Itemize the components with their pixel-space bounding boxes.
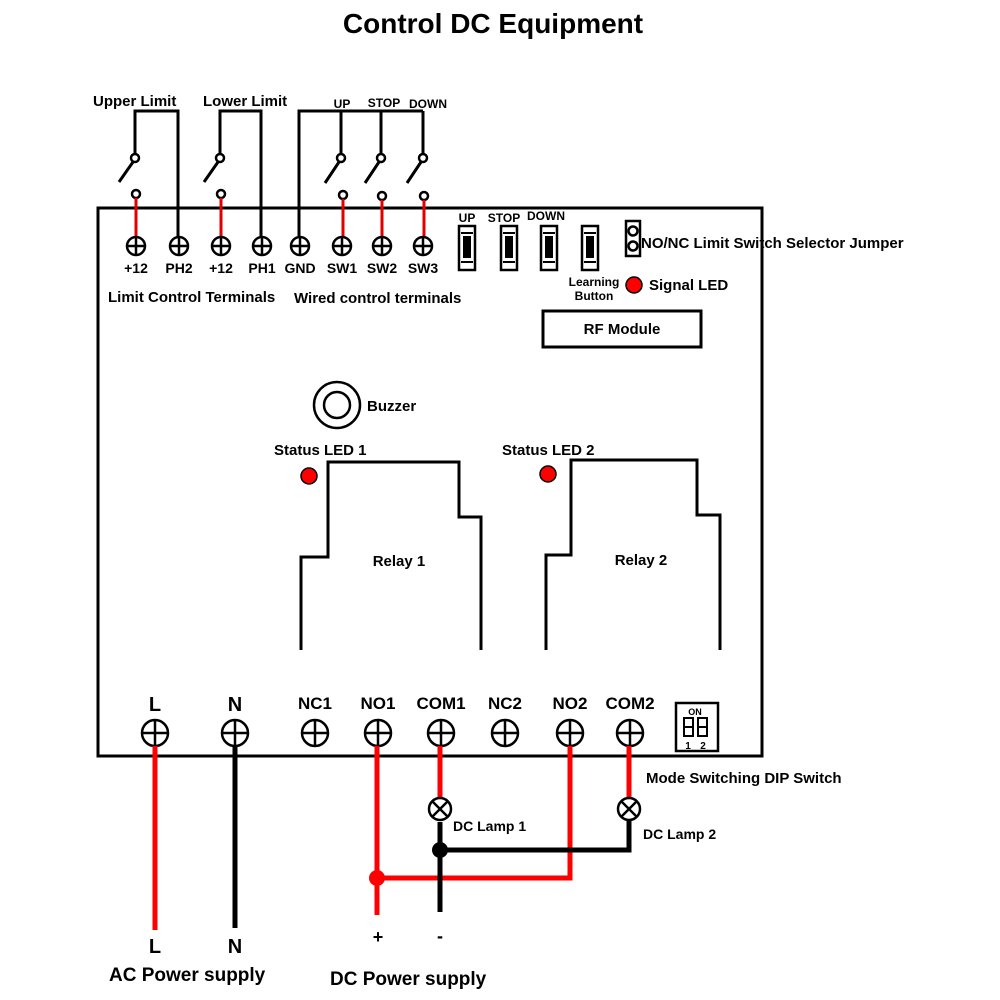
top-terminal-0[interactable]: [125, 235, 147, 257]
relay-2-label: Relay 2: [615, 552, 668, 569]
no2-positive-wire: [377, 746, 573, 881]
board-up-button[interactable]: [457, 224, 477, 272]
rf-module: [541, 309, 703, 349]
dc-plus-label: +: [373, 927, 384, 947]
bottom-terminal-label: NO1: [361, 694, 396, 713]
dc-lamp-2-label: DC Lamp 2: [643, 826, 716, 842]
board-down-button[interactable]: [539, 224, 559, 272]
board-button-group: [457, 224, 600, 272]
bottom-terminal-block: L N NC1 NO1 COM1 NC2 NO2 COM2: [140, 694, 655, 748]
bottom-terminal-0[interactable]: [140, 718, 170, 748]
bottom-terminal-label: L: [149, 694, 161, 716]
lower-limit-label: Lower Limit: [203, 93, 287, 110]
buzzer-label: Buzzer: [367, 398, 416, 415]
bottom-terminal-label: NC1: [298, 694, 332, 713]
learning-button[interactable]: [580, 224, 600, 272]
dip-pos-1-label: 1: [685, 741, 691, 752]
dip-pos-2-label: 2: [700, 741, 706, 752]
negative-junction: [432, 842, 448, 858]
ac-n-label: N: [228, 936, 242, 958]
bottom-terminal-3[interactable]: [363, 718, 393, 748]
board-stop-button[interactable]: [499, 224, 519, 272]
dc-power-caption: DC Power supply: [330, 969, 487, 990]
bottom-terminal-label: N: [228, 694, 242, 716]
dc-lamp-1-label: DC Lamp 1: [453, 818, 526, 834]
status-led-1-icon: [300, 467, 318, 485]
top-terminal-label: SW2: [367, 260, 398, 276]
up-switch-label: UP: [334, 97, 351, 111]
board-up-label: UP: [459, 211, 476, 225]
bottom-terminal-1[interactable]: [220, 718, 250, 748]
relay-2: [544, 458, 722, 650]
dc-lamp-1-icon: [427, 796, 453, 822]
bottom-terminal-label: NO2: [553, 694, 588, 713]
buzzer-icon: [312, 380, 362, 430]
bottom-terminal-6[interactable]: [555, 718, 585, 748]
signal-led-label: Signal LED: [649, 277, 728, 294]
bottom-terminal-5[interactable]: [490, 718, 520, 748]
ac-power-caption: AC Power supply: [109, 965, 266, 986]
dip-on-label: ON: [688, 707, 702, 717]
bottom-terminal-label: COM1: [416, 694, 465, 713]
status-led-2-icon: [539, 465, 557, 483]
bottom-terminal-7[interactable]: [615, 718, 645, 748]
controller-board: [96, 206, 764, 758]
top-terminal-label: PH2: [165, 260, 192, 276]
nonc-jumper[interactable]: [624, 219, 642, 258]
rf-module-label: RF Module: [584, 321, 661, 338]
positive-junction: [369, 870, 385, 886]
status-led-2-label: Status LED 2: [502, 442, 595, 459]
lamp2-return-wire: [440, 821, 632, 853]
board-stop-label: STOP: [488, 211, 520, 225]
top-terminal-label: SW1: [327, 260, 358, 276]
bottom-terminal-4[interactable]: [426, 718, 456, 748]
bottom-terminal-2[interactable]: [300, 718, 330, 748]
dip-switch[interactable]: [674, 701, 720, 753]
wired-control-switches: [297, 109, 430, 238]
top-terminal-label: PH1: [248, 260, 275, 276]
top-terminal-5[interactable]: [331, 235, 353, 257]
dc-lamp-2-icon: [616, 796, 642, 822]
top-terminal-2[interactable]: [210, 235, 232, 257]
top-terminal-block: +12 PH2 +12 PH1 GND SW1 SW2 SW3: [124, 235, 439, 276]
nonc-jumper-label: NO/NC Limit Switch Selector Jumper: [641, 235, 904, 252]
learning-button-label-line1: Learning: [569, 275, 620, 289]
stop-switch-label: STOP: [368, 96, 400, 110]
top-terminal-label: +12: [209, 260, 233, 276]
top-terminal-6[interactable]: [371, 235, 393, 257]
dc-minus-label: -: [437, 926, 443, 946]
status-led-1-label: Status LED 1: [274, 442, 367, 459]
learning-button-label-line2: Button: [575, 289, 614, 303]
relay-1-label: Relay 1: [373, 553, 426, 570]
down-switch-label: DOWN: [409, 97, 447, 111]
top-terminal-4[interactable]: [289, 235, 311, 257]
top-terminal-7[interactable]: [412, 235, 434, 257]
dip-switch-caption: Mode Switching DIP Switch: [646, 770, 842, 787]
upper-limit-switch: [117, 109, 180, 238]
lower-limit-switch: [202, 109, 263, 238]
board-down-label: DOWN: [527, 209, 565, 223]
ac-l-label: L: [149, 936, 161, 958]
relay-1: [299, 460, 483, 650]
top-terminal-label: +12: [124, 260, 148, 276]
bottom-terminal-label: COM2: [605, 694, 654, 713]
wired-control-terminals-label: Wired control terminals: [294, 290, 461, 307]
top-terminal-3[interactable]: [251, 235, 273, 257]
top-terminal-label: SW3: [408, 260, 439, 276]
bottom-terminal-label: NC2: [488, 694, 522, 713]
top-terminal-1[interactable]: [168, 235, 190, 257]
signal-led-icon: [625, 276, 643, 294]
limit-control-terminals-label: Limit Control Terminals: [108, 289, 275, 306]
top-terminal-label: GND: [284, 260, 315, 276]
diagram-title: Control DC Equipment: [343, 8, 643, 39]
upper-limit-label: Upper Limit: [93, 93, 176, 110]
